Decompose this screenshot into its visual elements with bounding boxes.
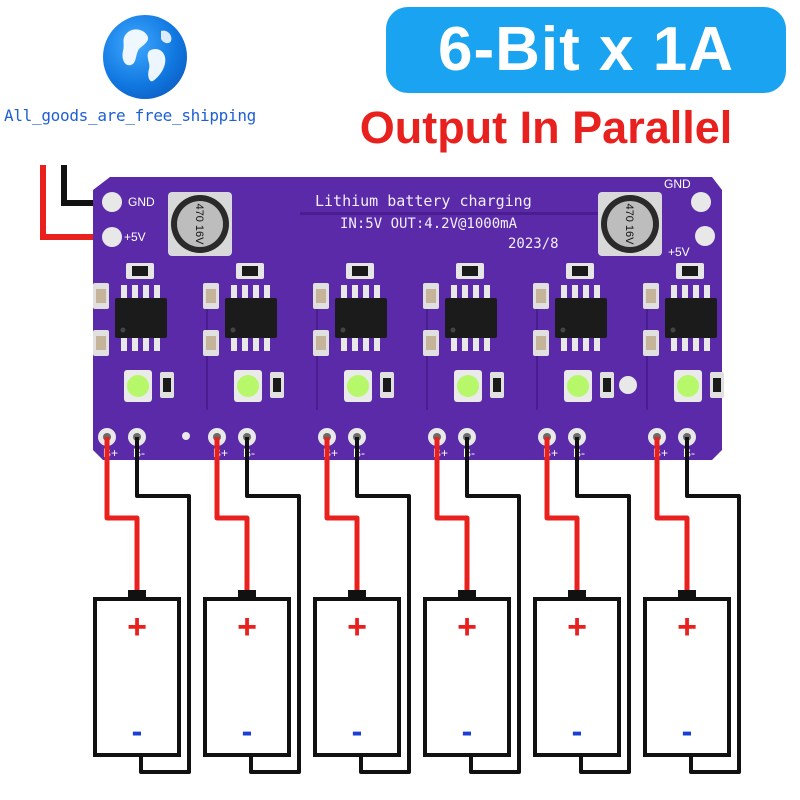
positive-wire bbox=[324, 437, 360, 592]
battery-minus: - bbox=[682, 713, 693, 749]
capacitor-label: 470 16V bbox=[193, 204, 205, 246]
charger-ic bbox=[115, 298, 167, 338]
label-bminus: B- bbox=[243, 446, 255, 460]
battery-minus: - bbox=[462, 713, 473, 749]
positive-wire bbox=[214, 437, 250, 592]
battery-body bbox=[313, 597, 401, 757]
brand-text: All_goods_are_free_shipping bbox=[4, 106, 256, 125]
negative-wire bbox=[135, 437, 191, 774]
title-badge: 6-Bit x 1A bbox=[386, 7, 786, 93]
charger-ic bbox=[225, 298, 277, 338]
charger-ic bbox=[555, 298, 607, 338]
battery-cell: +- bbox=[203, 590, 291, 757]
label-vcc-right: +5V bbox=[668, 245, 690, 259]
output-wires bbox=[104, 437, 741, 774]
battery-plus: + bbox=[677, 608, 697, 646]
battery-plus: + bbox=[347, 608, 367, 646]
negative-wire bbox=[245, 437, 301, 774]
positive-wire bbox=[104, 437, 140, 592]
battery-plus: + bbox=[457, 608, 477, 646]
battery-minus: - bbox=[352, 713, 363, 749]
charger-ic bbox=[335, 298, 387, 338]
battery-body bbox=[643, 597, 731, 757]
board-spec: IN:5V OUT:4.2V@1000mA bbox=[340, 216, 518, 232]
battery-body bbox=[533, 597, 621, 757]
pad-vcc bbox=[102, 227, 122, 247]
negative-wire bbox=[575, 437, 631, 774]
charger-board: GND +5V GND +5V 470 16V 470 16V Lithium … bbox=[93, 177, 724, 460]
charge-channel: B+B- bbox=[93, 263, 174, 460]
label-bminus: B- bbox=[463, 446, 475, 460]
label-gnd-right: GND bbox=[664, 177, 691, 191]
label-bminus: B- bbox=[353, 446, 365, 460]
pad-gnd bbox=[102, 192, 122, 212]
board-date: 2023/8 bbox=[508, 236, 559, 252]
battery-terminal bbox=[238, 590, 256, 600]
capacitor-left: 470 16V bbox=[168, 192, 232, 256]
battery-plus: + bbox=[237, 608, 257, 646]
input-wire-vcc bbox=[40, 165, 108, 240]
battery-minus: - bbox=[242, 713, 253, 749]
battery-terminal bbox=[458, 590, 476, 600]
battery-terminal bbox=[678, 590, 696, 600]
battery-body bbox=[423, 597, 511, 757]
positive-wire bbox=[434, 437, 470, 592]
battery-cell: +- bbox=[643, 590, 731, 757]
battery-plus: + bbox=[127, 608, 147, 646]
label-bminus: B- bbox=[573, 446, 585, 460]
label-gnd: GND bbox=[128, 195, 155, 209]
positive-wire bbox=[654, 437, 690, 592]
battery-cell: +- bbox=[313, 590, 401, 757]
charger-ic bbox=[445, 298, 497, 338]
label-vcc: +5V bbox=[124, 230, 146, 244]
capacitor-right: 470 16V bbox=[598, 192, 662, 256]
battery-minus: - bbox=[132, 713, 143, 749]
pad-vcc-right bbox=[695, 226, 715, 246]
globe-logo-icon bbox=[103, 15, 187, 99]
capacitor-label: 470 16V bbox=[623, 204, 635, 246]
battery-terminal bbox=[128, 590, 146, 600]
battery-cell: +- bbox=[423, 590, 511, 757]
label-bminus: B- bbox=[683, 446, 695, 460]
battery-plus: + bbox=[567, 608, 587, 646]
battery-terminal bbox=[568, 590, 586, 600]
charger-ic bbox=[665, 298, 717, 338]
negative-wire bbox=[685, 437, 741, 774]
channel-group: B+B-B+B-B+B-B+B-B+B-B+B- bbox=[93, 263, 724, 460]
battery-row: +-+-+-+-+-+- bbox=[93, 590, 731, 757]
battery-terminal bbox=[348, 590, 366, 600]
battery-cell: +- bbox=[533, 590, 621, 757]
positive-wire bbox=[544, 437, 580, 592]
pad-gnd-right bbox=[691, 192, 711, 212]
label-bminus: B- bbox=[133, 446, 145, 460]
battery-body bbox=[93, 597, 181, 757]
board-title: Lithium battery charging bbox=[315, 192, 532, 210]
battery-minus: - bbox=[572, 713, 583, 749]
negative-wire bbox=[355, 437, 411, 774]
battery-cell: +- bbox=[93, 590, 181, 757]
subtitle: Output In Parallel bbox=[359, 102, 733, 153]
negative-wire bbox=[465, 437, 521, 774]
battery-body bbox=[203, 597, 291, 757]
